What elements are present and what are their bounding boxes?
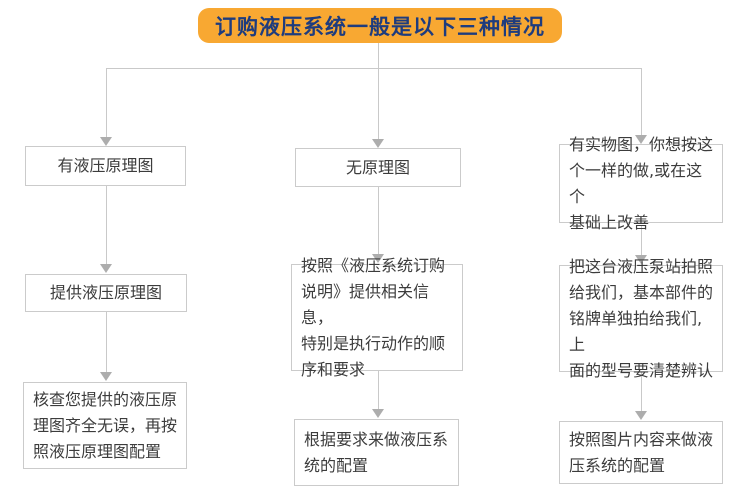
step-text: 把这台液压泵站拍照 给我们，基本部件的 铭牌单独拍给我们,上 面的型号要清楚辨认 (569, 256, 714, 380)
arrow-down-icon (372, 409, 384, 418)
step-box-col3-configure: 按照图片内容来做液 压系统的配置 (559, 421, 723, 484)
step-text: 按照《液压系统订购 说明》提供相关信息， 特别是执行动作的顺 序和要求 (301, 255, 446, 379)
step-box-col2-no-schematic: 无原理图 (295, 148, 461, 187)
arrow-down-icon (100, 264, 112, 273)
connector-left-drop (106, 68, 107, 137)
step-text: 提供液压原理图 (49, 283, 162, 302)
flowchart-title-banner: 订购液压系统一般是以下三种情况 (198, 8, 562, 43)
connector-col3-step2 (641, 225, 642, 256)
arrow-down-icon (372, 254, 384, 263)
step-text: 有液压原理图 (57, 156, 154, 175)
step-box-col3-send-photos: 把这台液压泵站拍照 给我们，基本部件的 铭牌单独拍给我们,上 面的型号要清楚辨认 (559, 257, 723, 380)
step-box-col3-has-photo: 有实物图，你想按这 个一样的做,或在这个 基础上改善 (559, 135, 723, 232)
connector-header-drop (378, 43, 379, 139)
step-text: 按照图片内容来做液 压系统的配置 (569, 429, 714, 475)
step-text: 无原理图 (345, 157, 410, 177)
connector-right-drop (641, 68, 642, 135)
connector-col1-step2 (106, 186, 107, 264)
connector-col1-step3 (106, 312, 107, 372)
connector-branch-horizontal (106, 68, 641, 69)
step-box-col1-verify-configure: 核查您提供的液压原 理图齐全无误，再按 照液压原理图配置 (23, 382, 187, 469)
connector-col2-step3 (378, 371, 379, 409)
step-text: 有实物图，你想按这 个一样的做,或在这个 基础上改善 (569, 134, 714, 232)
connector-col3-step3 (641, 372, 642, 411)
arrow-down-icon (372, 139, 384, 148)
arrow-down-icon (100, 137, 112, 146)
step-text: 根据要求来做液压系 统的配置 (304, 429, 449, 475)
arrow-down-icon (100, 372, 112, 381)
flowchart-title: 订购液压系统一般是以下三种情况 (215, 14, 545, 39)
arrow-down-icon (635, 255, 647, 264)
step-text: 核查您提供的液压原 理图齐全无误，再按 照液压原理图配置 (33, 389, 178, 461)
step-box-col1-provide-schematic: 提供液压原理图 (25, 274, 187, 312)
connector-col2-step2 (378, 187, 379, 254)
arrow-down-icon (635, 135, 647, 144)
step-box-col2-provide-info: 按照《液压系统订购 说明》提供相关信息， 特别是执行动作的顺 序和要求 (291, 256, 463, 379)
arrow-down-icon (635, 411, 647, 420)
step-box-col1-has-schematic: 有液压原理图 (25, 146, 186, 186)
step-box-col2-configure: 根据要求来做液压系 统的配置 (294, 419, 459, 486)
